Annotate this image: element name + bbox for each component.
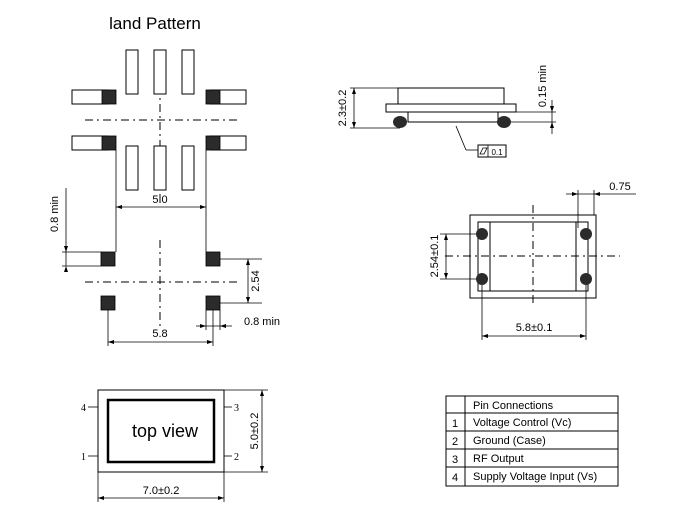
pad-upper-4	[205, 135, 221, 151]
bottom-pad-2	[580, 228, 592, 240]
pin-row-3-num: 3	[452, 454, 458, 466]
dim-pitch-horizontal: 5.8±0.1	[516, 322, 553, 334]
pin-row-2-name: Ground (Case)	[473, 435, 546, 447]
pad-upper-1	[101, 89, 117, 105]
side-view-base	[407, 111, 499, 123]
pin-table-header: Pin Connections	[473, 400, 554, 412]
bottom-view: 0.75 2.54±0.1 5.8±0.1	[429, 181, 636, 340]
pin-row-4-num: 4	[452, 472, 458, 484]
dim-top-height: 5.0±0.2	[249, 413, 261, 450]
pin-connections-table: Pin Connections 1 Voltage Control (Vc) 2…	[445, 395, 619, 487]
top-pin-3-label: 3	[234, 403, 239, 414]
dim-2-54: 2.54	[250, 270, 262, 291]
pad-upper-3	[101, 135, 117, 151]
dim-5-8: 5.8	[152, 328, 167, 340]
top-view-lid	[106, 398, 216, 464]
pad-lower-2	[205, 251, 221, 267]
pin-row-1-num: 1	[452, 418, 458, 430]
pin-row-3-name: RF Output	[473, 453, 524, 465]
pad-lower-4	[205, 295, 221, 311]
pin-row-2-num: 2	[452, 436, 458, 448]
side-view-lid	[397, 87, 505, 105]
dim-side-height: 2.3±0.2	[337, 90, 349, 127]
land-bar-bottom-center	[153, 145, 167, 191]
pad-lower-3	[100, 295, 116, 311]
pad-lower-1	[100, 251, 116, 267]
top-pin-2-label: 2	[234, 452, 239, 463]
land-bar-top-right	[181, 49, 195, 95]
dim-0-8-min-bottom: 0.8 min	[244, 316, 280, 328]
top-view: top view 4 1 3 2 5.0±0.2 7.0±0.2	[81, 389, 268, 502]
pin-row-1-name: Voltage Control (Vc)	[473, 417, 571, 429]
side-view: 2.3±0.2 0.15 min 0.1	[337, 65, 556, 158]
top-pin-4-label: 4	[81, 403, 86, 414]
flatness-value: 0.1	[491, 148, 503, 157]
top-view-label: top view	[132, 421, 199, 441]
side-view-terminal-right	[497, 116, 511, 128]
dim-top-width: 7.0±0.2	[143, 485, 180, 497]
bottom-pad-1	[476, 228, 488, 240]
dim-pitch-vertical: 2.54±0.1	[429, 235, 441, 278]
top-pin-1-label: 1	[81, 452, 86, 463]
pin-table-frame	[445, 395, 619, 487]
land-pattern-view: land Pattern 5.0	[49, 14, 280, 346]
dim-0-8-min-left: 0.8 min	[49, 196, 61, 232]
land-bar-bottom-right	[181, 145, 195, 191]
pin-row-4-name: Supply Voltage Input (Vs)	[473, 471, 597, 483]
land-bar-top-center	[153, 49, 167, 95]
side-view-terminal-left	[393, 116, 407, 128]
land-bar-top-left	[125, 49, 139, 95]
land-pattern-title: land Pattern	[109, 14, 201, 33]
dim-5-0: 5.0	[152, 194, 167, 206]
bottom-pad-4	[580, 273, 592, 285]
land-bar-bottom-left	[125, 145, 139, 191]
dim-pad-size: 0.75	[609, 181, 630, 193]
dim-standoff: 0.15 min	[537, 65, 549, 107]
side-view-body	[385, 103, 517, 113]
bottom-pad-3	[476, 273, 488, 285]
flatness-icon	[479, 147, 488, 155]
pad-upper-2	[205, 89, 221, 105]
